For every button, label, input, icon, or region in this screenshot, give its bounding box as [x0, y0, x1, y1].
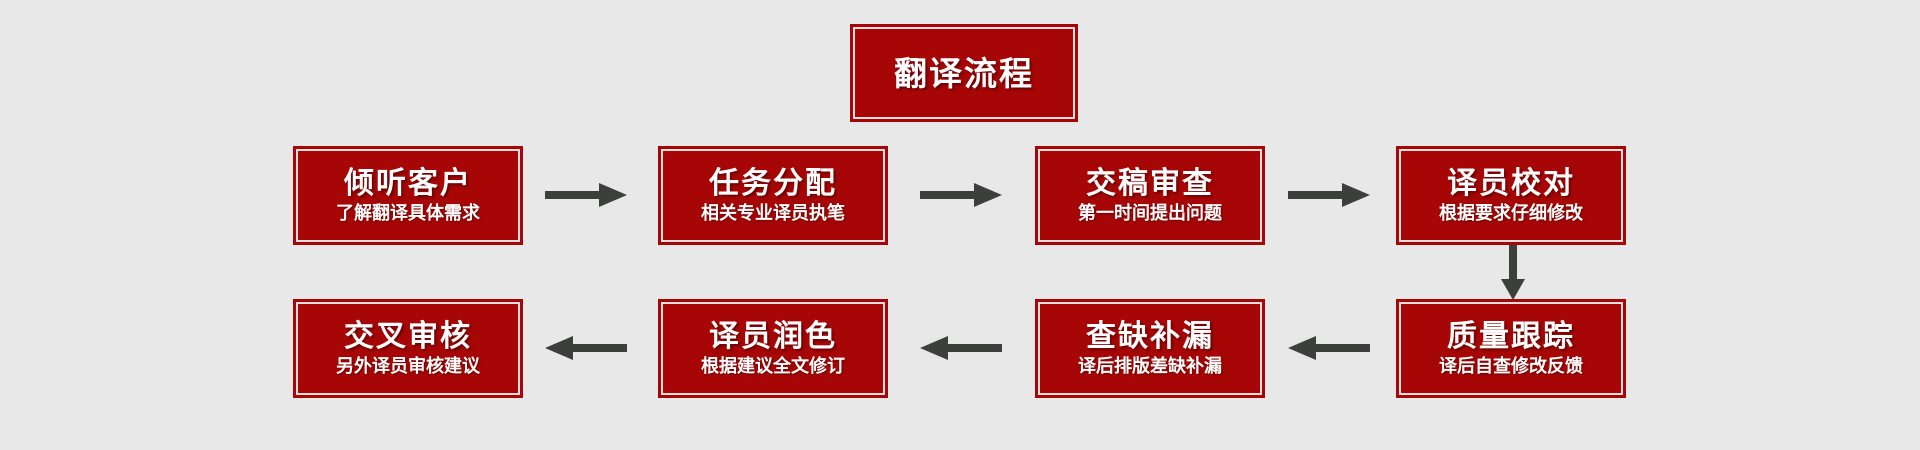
- step-node-6-inner: 查缺补漏 译后排版差缺补漏: [1038, 302, 1262, 395]
- arrow-down-icon: [1501, 245, 1525, 300]
- step-node-4-subtitle: 根据要求仔细修改: [1439, 203, 1583, 223]
- step-node-2-subtitle: 相关专业译员执笔: [701, 203, 845, 223]
- arrow-right-icon: [1288, 183, 1370, 207]
- step-node-3-inner: 交稿审查 第一时间提出问题: [1038, 149, 1262, 242]
- step-node-5-subtitle: 译后自查修改反馈: [1439, 356, 1583, 376]
- step-node-3-title: 交稿审查: [1086, 167, 1214, 200]
- arrow-left-icon: [545, 336, 627, 360]
- step-node-4-inner: 译员校对 根据要求仔细修改: [1399, 149, 1623, 242]
- step-node-8-inner: 交叉审核 另外译员审核建议: [296, 302, 520, 395]
- step-node-6-subtitle: 译后排版差缺补漏: [1078, 356, 1222, 376]
- step-node-3[interactable]: 交稿审查 第一时间提出问题: [1035, 146, 1265, 245]
- step-node-1-title: 倾听客户: [344, 167, 472, 200]
- step-node-1-subtitle: 了解翻译具体需求: [336, 203, 480, 223]
- step-node-7[interactable]: 译员润色 根据建议全文修订: [658, 299, 888, 398]
- step-node-7-inner: 译员润色 根据建议全文修订: [661, 302, 885, 395]
- step-node-2-title: 任务分配: [709, 167, 837, 200]
- arrow-left-icon: [1288, 336, 1370, 360]
- step-node-6[interactable]: 查缺补漏 译后排版差缺补漏: [1035, 299, 1265, 398]
- step-node-5[interactable]: 质量跟踪 译后自查修改反馈: [1396, 299, 1626, 398]
- step-node-4[interactable]: 译员校对 根据要求仔细修改: [1396, 146, 1626, 245]
- step-node-5-inner: 质量跟踪 译后自查修改反馈: [1399, 302, 1623, 395]
- step-node-2[interactable]: 任务分配 相关专业译员执笔: [658, 146, 888, 245]
- step-node-1-inner: 倾听客户 了解翻译具体需求: [296, 149, 520, 242]
- step-node-7-subtitle: 根据建议全文修订: [701, 356, 845, 376]
- arrow-right-icon: [545, 183, 627, 207]
- step-node-7-title: 译员润色: [709, 320, 837, 353]
- arrow-right-icon: [920, 183, 1002, 207]
- page-title: 翻译流程: [894, 54, 1034, 92]
- step-node-8-title: 交叉审核: [344, 320, 472, 353]
- step-node-8-subtitle: 另外译员审核建议: [336, 356, 480, 376]
- flowchart-title-inner: 翻译流程: [853, 27, 1075, 119]
- step-node-3-subtitle: 第一时间提出问题: [1078, 203, 1222, 223]
- step-node-8[interactable]: 交叉审核 另外译员审核建议: [293, 299, 523, 398]
- step-node-2-inner: 任务分配 相关专业译员执笔: [661, 149, 885, 242]
- step-node-5-title: 质量跟踪: [1447, 320, 1575, 353]
- step-node-1[interactable]: 倾听客户 了解翻译具体需求: [293, 146, 523, 245]
- step-node-4-title: 译员校对: [1447, 167, 1575, 200]
- flowchart-title-box: 翻译流程: [850, 24, 1078, 122]
- arrow-left-icon: [920, 336, 1002, 360]
- step-node-6-title: 查缺补漏: [1086, 320, 1214, 353]
